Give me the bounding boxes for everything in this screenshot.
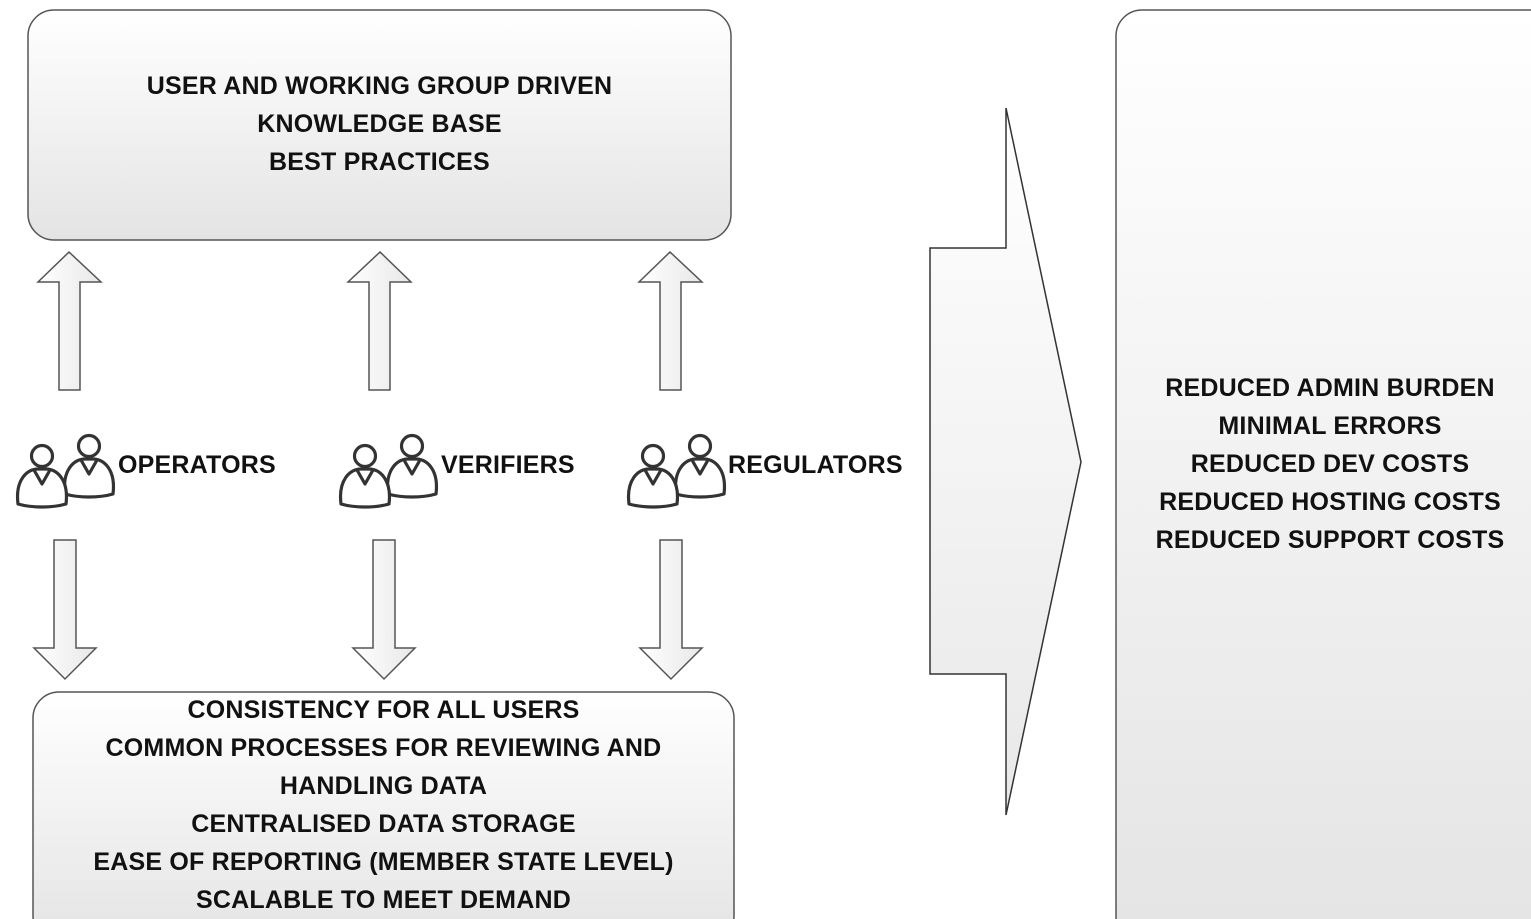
up-arrow-operators bbox=[36, 250, 103, 391]
top-box bbox=[27, 9, 732, 241]
group-label-verifiers: VERIFIERS bbox=[441, 451, 575, 479]
down-arrow-operators bbox=[32, 539, 98, 681]
benefits-box bbox=[1115, 9, 1531, 919]
bottom-box-line: EASE OF REPORTING (MEMBER STATE LEVEL) bbox=[93, 848, 674, 876]
top-box-line: KNOWLEDGE BASE bbox=[257, 110, 502, 138]
benefit-line: REDUCED ADMIN BURDEN bbox=[1165, 374, 1495, 402]
benefit-line: REDUCED DEV COSTS bbox=[1190, 450, 1470, 478]
top-box-line: USER AND WORKING GROUP DRIVEN bbox=[146, 72, 613, 100]
group-label-operators: OPERATORS bbox=[118, 451, 276, 479]
benefit-line: MINIMAL ERRORS bbox=[1218, 412, 1442, 440]
bottom-box-line: CONSISTENCY FOR ALL USERS bbox=[187, 696, 580, 724]
bottom-box-line: CENTRALISED DATA STORAGE bbox=[191, 810, 576, 838]
bottom-box-line: COMMON PROCESSES FOR REVIEWING AND bbox=[105, 734, 662, 762]
top-box-line: BEST PRACTICES bbox=[269, 148, 490, 176]
people-icon bbox=[626, 433, 727, 509]
bottom-box-line: HANDLING DATA bbox=[279, 772, 488, 800]
top-box-text: USER AND WORKING GROUP DRIVEN KNOWLEDGE … bbox=[28, 67, 731, 181]
bottom-box bbox=[32, 691, 735, 919]
people-icon bbox=[15, 433, 116, 509]
big-right-arrow bbox=[929, 107, 1082, 816]
benefit-line: REDUCED SUPPORT COSTS bbox=[1155, 526, 1505, 554]
down-arrow-regulators bbox=[638, 539, 704, 681]
people-icon bbox=[338, 433, 439, 509]
down-arrow-verifiers bbox=[351, 539, 417, 681]
up-arrow-verifiers bbox=[346, 250, 413, 391]
benefit-line: REDUCED HOSTING COSTS bbox=[1159, 488, 1501, 516]
benefits-box-text: REDUCED ADMIN BURDEN MINIMAL ERRORS REDU… bbox=[1116, 369, 1531, 559]
group-label-regulators: REGULATORS bbox=[728, 451, 903, 479]
bottom-box-line: SCALABLE TO MEET DEMAND bbox=[196, 886, 571, 914]
up-arrow-regulators bbox=[637, 250, 704, 391]
bottom-box-text: CONSISTENCY FOR ALL USERS COMMON PROCESS… bbox=[33, 691, 734, 919]
